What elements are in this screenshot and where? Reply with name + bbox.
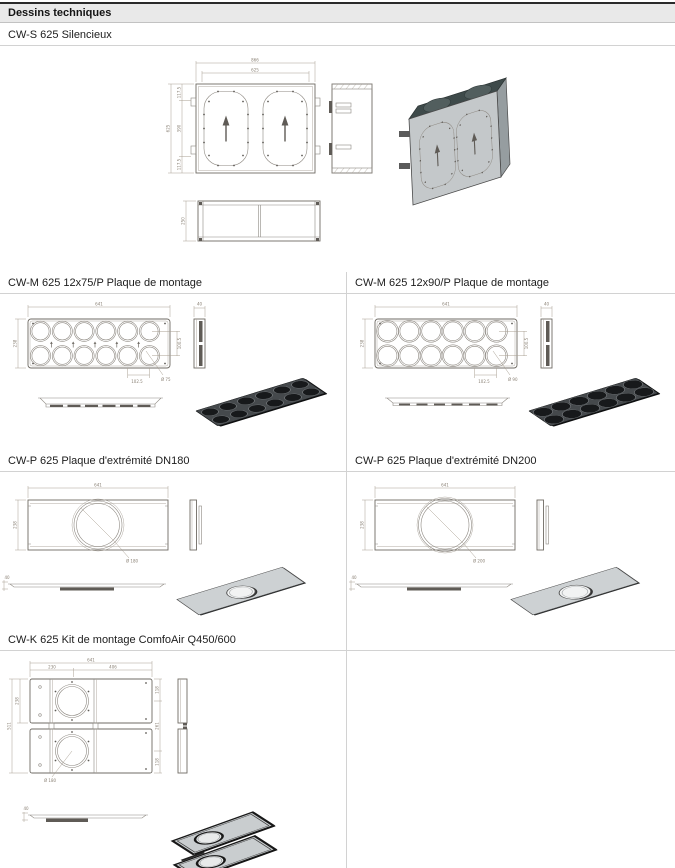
cwp200-dim-height: 238	[360, 521, 365, 529]
cws-dim-width-outer: 866	[251, 58, 259, 63]
cwk-technical-drawing: 641 230 406 511 238 118 261 118 Ø 180	[7, 658, 278, 868]
cwk-profile-view: 40	[22, 806, 148, 822]
drawing-cwm90: 641 238 100.5 102.5 Ø 90 40	[347, 294, 675, 450]
cws-front-view: 866 625 625 117.5 390 117.5	[166, 58, 321, 174]
title-cwp180: CW-P 625 Plaque d'extrémité DN180	[0, 450, 347, 472]
cws-bottom-view: 250	[181, 200, 321, 242]
cwk-side-view	[177, 678, 188, 774]
drawing-grid: CW-M 625 12x75/P Plaque de montage CW-M …	[0, 272, 675, 868]
cwm90-side-view: 40	[540, 302, 553, 369]
cwm75-side-view: 40	[193, 302, 206, 369]
cwp200-profile-view: 40	[349, 575, 513, 591]
drawing-cwp180: Ø 180 641 238 40	[0, 472, 347, 629]
cwm75-dim-pitch-v: 100.5	[177, 337, 182, 349]
cwk-dim-seg2: 406	[109, 665, 117, 670]
cwm75-front-view: 641 238 100.5 102.5 Ø 75	[13, 302, 183, 385]
cwm75-technical-drawing: 641 238 100.5 102.5 Ø 75 40	[13, 302, 328, 427]
cwk-3d-view	[170, 811, 278, 868]
cws-technical-drawing: 866 625 625 117.5 390 117.5	[166, 58, 511, 242]
cwm75-dim-dia: Ø 75	[161, 377, 171, 382]
cws-3d-view	[399, 76, 511, 206]
cwp200-3d-view	[510, 566, 641, 616]
cwp180-dim-thickness: 40	[4, 575, 10, 580]
drawing-empty	[347, 651, 675, 868]
cwp200-dim-thickness: 40	[351, 575, 357, 580]
cwk-dim-thickness: 40	[23, 806, 29, 811]
cwp180-dim-dia: Ø 180	[126, 559, 139, 564]
cwk-dim-r-top: 118	[155, 686, 160, 694]
drawing-cwm75: 641 238 100.5 102.5 Ø 75 40	[0, 294, 347, 450]
cwp180-side-view	[189, 499, 202, 551]
cwk-dim-r-bot: 118	[155, 758, 160, 766]
title-cwp200: CW-P 625 Plaque d'extrémité DN200	[347, 450, 675, 472]
cwp180-technical-drawing: Ø 180 641 238 40	[2, 483, 307, 616]
title-cwm90: CW-M 625 12x90/P Plaque de montage	[347, 272, 675, 294]
cwk-dim-r-mid: 261	[155, 722, 160, 730]
drawing-cws: 866 625 625 117.5 390 117.5	[0, 46, 675, 272]
cwm90-front-view: 641 238 100.5 102.5 Ø 90	[360, 302, 530, 385]
cwm75-dim-pitch-h: 102.5	[131, 379, 143, 384]
cwp200-dim-dia: Ø 200	[473, 559, 486, 564]
drawing-cwp200: Ø 200 641 238 40	[347, 472, 675, 629]
cws-dim-depth: 250	[181, 217, 186, 225]
cwp180-front-view: Ø 180 641 238	[13, 483, 169, 564]
cws-dim-seg-mid: 390	[177, 124, 182, 132]
cwp180-dim-height: 238	[13, 521, 18, 529]
cwm75-dim-depth: 40	[197, 302, 203, 307]
cws-dim-height-total: 625	[166, 124, 171, 132]
page-title: Dessins techniques	[0, 4, 675, 23]
cwp200-front-view: Ø 200 641 238	[360, 483, 516, 564]
cwm90-dim-dia: Ø 90	[508, 377, 518, 382]
cwp200-technical-drawing: Ø 200 641 238 40	[349, 483, 641, 616]
cwp200-dim-width: 641	[441, 483, 449, 488]
cwm90-3d-view	[528, 378, 661, 427]
cws-side-view	[329, 83, 373, 174]
cwp200-side-view	[536, 499, 549, 551]
cws-dim-width-inner: 625	[251, 68, 259, 73]
cwk-front-view: 641 230 406 511 238 118 261 118 Ø 180	[7, 658, 162, 783]
cws-dim-seg-bot: 117.5	[177, 158, 182, 170]
cwm75-profile-view	[38, 397, 163, 408]
cwk-dim-plate-h: 238	[15, 697, 20, 705]
cwm90-dim-width: 641	[442, 302, 450, 307]
cwm90-dim-height: 238	[360, 339, 365, 347]
cwm90-dim-pitch-v: 100.5	[524, 337, 529, 349]
cwm75-dim-width: 641	[95, 302, 103, 307]
cwk-dim-width: 641	[87, 658, 95, 663]
cwm75-dim-height: 238	[13, 339, 18, 347]
drawing-cwk: 641 230 406 511 238 118 261 118 Ø 180	[0, 651, 347, 868]
cwm90-technical-drawing: 641 238 100.5 102.5 Ø 90 40	[360, 302, 661, 427]
cws-dim-seg-top: 117.5	[177, 86, 182, 98]
cwk-dim-seg1: 230	[48, 665, 56, 670]
cwk-dim-h-total: 511	[7, 722, 12, 730]
cwk-dim-dia: Ø 180	[44, 778, 57, 783]
cwm90-dim-pitch-h: 102.5	[478, 379, 490, 384]
title-cwk: CW-K 625 Kit de montage ComfoAir Q450/60…	[0, 629, 347, 651]
cwp180-dim-width: 641	[94, 483, 102, 488]
cwm75-3d-view	[195, 378, 328, 427]
cwp180-profile-view: 40	[2, 575, 166, 591]
title-cwm75: CW-M 625 12x75/P Plaque de montage	[0, 272, 347, 294]
cwm90-profile-view	[385, 397, 510, 406]
section-top-rule	[0, 2, 675, 4]
cwp180-3d-view	[176, 566, 307, 616]
title-cws: CW-S 625 Silencieux	[0, 23, 675, 46]
title-empty	[347, 629, 675, 651]
cwm90-dim-depth: 40	[544, 302, 550, 307]
